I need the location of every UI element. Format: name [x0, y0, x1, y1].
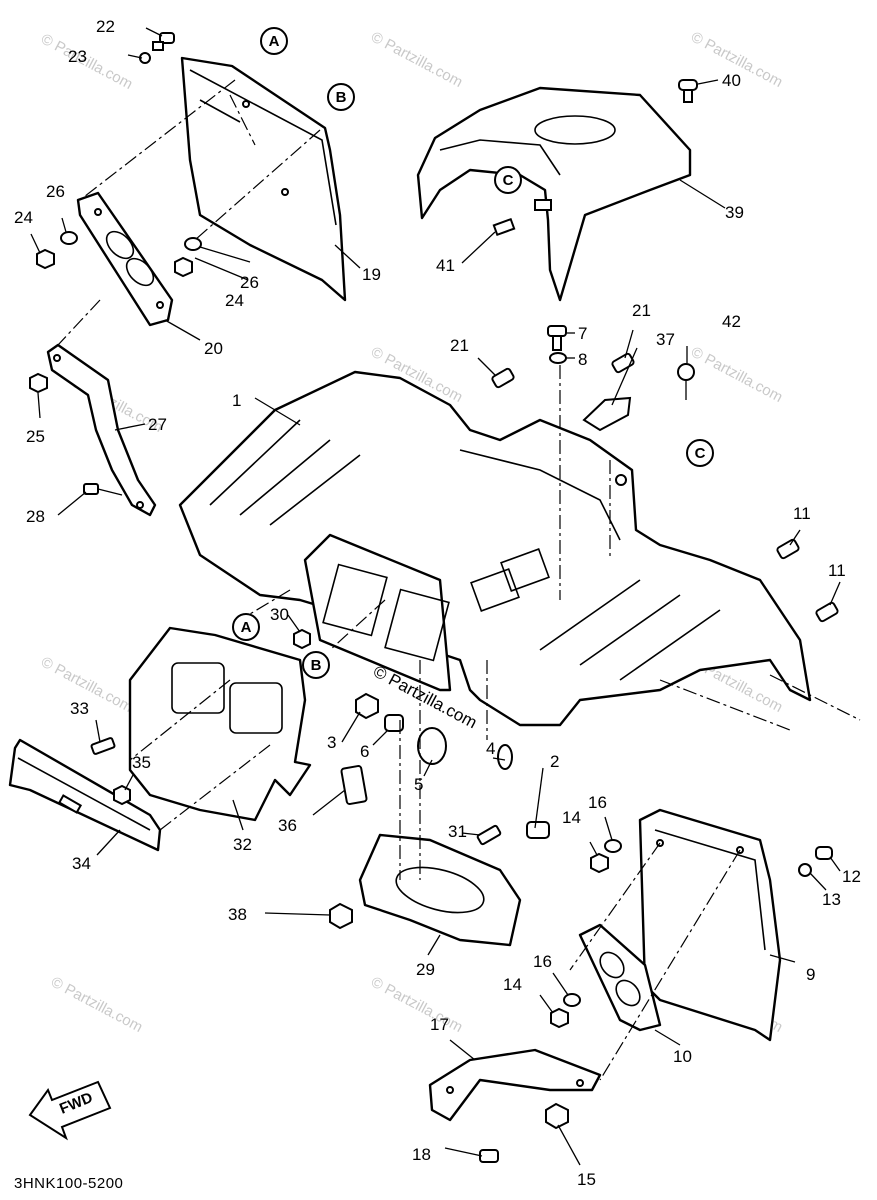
callout-40: 40	[722, 71, 741, 90]
callout-18: 18	[412, 1145, 431, 1164]
fwd-arrow: FWD	[28, 1080, 112, 1141]
watermark-text: © Partzilla.com	[688, 344, 785, 406]
callout-10: 10	[673, 1047, 692, 1066]
diagram-code: 3HNK100-5200	[14, 1175, 123, 1192]
callout-4: 4	[486, 739, 495, 758]
callout-14: 14	[562, 808, 581, 827]
callout-38: 38	[228, 905, 247, 924]
hardware-misc	[90, 79, 839, 1163]
callout-32: 32	[233, 835, 252, 854]
callout-15: 15	[577, 1170, 596, 1189]
callout-34: 34	[72, 854, 91, 873]
ref-circle-b: B	[311, 657, 322, 674]
callout-2: 2	[550, 752, 559, 771]
callout-30: 30	[270, 605, 289, 624]
callout-14: 14	[503, 975, 522, 994]
relation-lines	[57, 79, 861, 1081]
callout-22: 22	[96, 17, 115, 36]
ref-circle-a: A	[269, 33, 280, 50]
callout-36: 36	[278, 816, 297, 835]
callout-37: 37	[656, 330, 675, 349]
callout-3: 3	[327, 733, 336, 752]
callout-7: 7	[578, 324, 587, 343]
hardware-top-left	[29, 32, 202, 496]
callouts: 1 2 3 4 5 6 7 8 9 10 11 11 12 13 14 14 1…	[14, 17, 861, 1189]
part-27-bracket	[46, 343, 157, 517]
callout-41: 41	[436, 256, 455, 275]
callout-12: 12	[842, 867, 861, 886]
leader-lines	[30, 27, 841, 1166]
callout-42: 42	[722, 312, 741, 331]
callout-11: 11	[828, 561, 846, 580]
ref-circle-c: C	[695, 445, 706, 462]
callout-33: 33	[70, 699, 89, 718]
callout-5: 5	[414, 775, 423, 794]
part-9-mud-flap	[638, 808, 782, 1042]
part-20-plate	[76, 191, 174, 327]
ref-circle-c: C	[503, 172, 514, 189]
part-39-top-cover	[416, 86, 692, 302]
watermark-text: © Partzilla.com	[48, 974, 145, 1036]
part-34-grab-bar	[8, 738, 162, 852]
part-32-lens-frame	[128, 626, 312, 822]
callout-20: 20	[204, 339, 223, 358]
callout-25: 25	[26, 427, 45, 446]
callout-9: 9	[806, 965, 815, 984]
part-19-mud-flap	[180, 56, 347, 302]
callout-35: 35	[132, 753, 151, 772]
watermark-text: © Partzilla.com	[368, 974, 465, 1036]
part-10-plate	[578, 923, 662, 1032]
callout-6: 6	[360, 742, 369, 761]
callout-16: 16	[588, 793, 607, 812]
part-29-license-light	[358, 833, 522, 947]
ref-circle-a: A	[241, 619, 252, 636]
tail-light-housing	[303, 533, 452, 692]
callout-27: 27	[148, 415, 167, 434]
callout-24: 24	[14, 208, 33, 227]
callout-26: 26	[240, 273, 259, 292]
callout-23: 23	[68, 47, 87, 66]
ref-circles: A B C A B C	[232, 27, 714, 679]
callout-31: 31	[448, 822, 467, 841]
callout-19: 19	[362, 265, 381, 284]
callout-29: 29	[416, 960, 435, 979]
callout-21: 21	[450, 336, 469, 355]
callout-1: 1	[232, 391, 241, 410]
callout-24: 24	[225, 291, 244, 310]
callout-13: 13	[822, 890, 841, 909]
callout-39: 39	[725, 203, 744, 222]
ref-circle-b: B	[336, 89, 347, 106]
callout-21: 21	[632, 301, 651, 320]
callout-17: 17	[430, 1015, 449, 1034]
callout-16: 16	[533, 952, 552, 971]
callout-26: 26	[46, 182, 65, 201]
part-17-bracket	[428, 1048, 602, 1122]
callout-11: 11	[793, 504, 811, 523]
callout-8: 8	[578, 350, 587, 369]
watermark-text: © Partzilla.com	[368, 29, 465, 91]
callout-28: 28	[26, 507, 45, 526]
